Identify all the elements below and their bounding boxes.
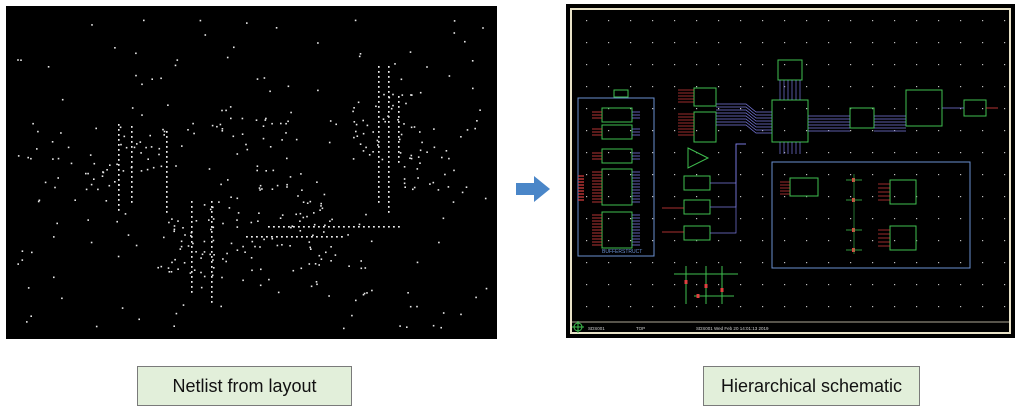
right-arrow-icon [516,176,550,202]
core-components [771,59,987,143]
schematic-caption-text: Hierarchical schematic [720,375,903,396]
buffer-block-label: BUFFERSTRUCT [602,249,642,255]
schematic-wires [662,80,998,298]
footer-text-2: TOP [636,326,645,331]
netlist-layout-image [6,6,497,339]
buffer-inner-components [601,107,633,249]
netlist-caption: Netlist from layout [137,366,352,406]
footer-text-1: SDS001 [588,326,605,331]
buffer-top-comp [613,89,629,98]
schematic-caption: Hierarchical schematic [703,366,920,406]
bottom-symbols [674,266,738,304]
lower-block-outline [771,161,971,269]
schematic-border [570,8,1011,334]
footer-text-3: SDS001 Wed Feb 20 14:01:13 2019 [696,326,769,331]
footer-logo-icon [572,321,584,333]
grid-dots [586,20,1006,308]
lower-block-components [789,177,917,251]
middle-components [683,87,717,241]
buffer-block-outline [577,97,655,257]
schematic-drawing: BUFFERSTRUCT [570,8,1011,334]
netlist-caption-text: Netlist from layout [172,375,317,396]
buffer-pins [578,111,640,246]
netlist-dots [17,19,488,330]
schematic-image: BUFFERSTRUCT [566,4,1015,338]
